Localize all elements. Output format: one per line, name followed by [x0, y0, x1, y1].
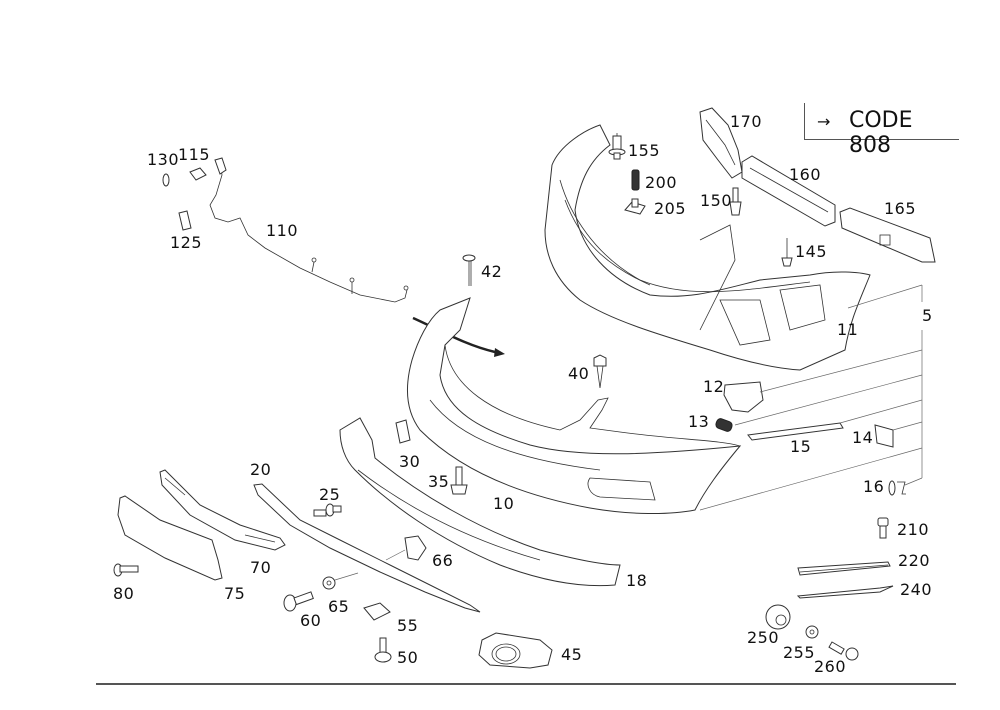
callout-5[interactable]: 5	[922, 306, 933, 325]
part-65-washer	[322, 572, 359, 590]
part-210-plug	[877, 517, 889, 539]
callout-45[interactable]: 45	[561, 645, 583, 664]
callout-13[interactable]: 13	[688, 412, 710, 431]
part-260-bolt	[828, 641, 859, 661]
part-20-reinforcement	[253, 483, 481, 613]
callout-16[interactable]: 16	[863, 477, 885, 496]
part-240-strip	[796, 585, 894, 599]
callout-80[interactable]: 80	[113, 584, 135, 603]
callout-66[interactable]: 66	[432, 551, 454, 570]
callout-60[interactable]: 60	[300, 611, 322, 630]
part-165-beam	[839, 207, 936, 263]
part-80-screw	[113, 563, 139, 577]
callout-50[interactable]: 50	[397, 648, 419, 667]
callout-42[interactable]: 42	[481, 262, 503, 281]
callout-150[interactable]: 150	[700, 191, 733, 210]
callout-125[interactable]: 125	[170, 233, 203, 252]
part-16-clip	[888, 480, 906, 496]
callout-15[interactable]: 15	[790, 437, 812, 456]
part-11-bumper-support-frame	[544, 124, 871, 371]
part-12-module	[723, 381, 764, 413]
part-15-strip	[747, 422, 844, 441]
part-110-wiring-harness	[209, 157, 409, 303]
callout-18[interactable]: 18	[626, 571, 648, 590]
callout-200[interactable]: 200	[645, 173, 678, 192]
callout-25[interactable]: 25	[319, 485, 341, 504]
callout-10[interactable]: 10	[493, 494, 515, 513]
callout-250[interactable]: 250	[747, 628, 780, 647]
part-45-fog-lamp-bezel	[478, 632, 553, 669]
callout-30[interactable]: 30	[399, 452, 421, 471]
part-155-bolt	[608, 133, 626, 160]
callout-165[interactable]: 165	[884, 199, 917, 218]
callout-40[interactable]: 40	[568, 364, 590, 383]
callout-155[interactable]: 155	[628, 141, 661, 160]
callout-70[interactable]: 70	[250, 558, 272, 577]
callout-160[interactable]: 160	[789, 165, 822, 184]
callout-55[interactable]: 55	[397, 616, 419, 635]
part-40-screw	[593, 354, 607, 389]
part-205-nut	[624, 198, 646, 215]
code-reference-box: → CODE 808	[804, 103, 959, 158]
part-18-lower-spoiler	[339, 417, 621, 587]
callout-20[interactable]: 20	[250, 460, 272, 479]
part-10-bumper-cover	[407, 297, 742, 515]
callout-35[interactable]: 35	[428, 472, 450, 491]
part-42-bolt	[462, 254, 476, 286]
part-250-gear	[765, 604, 791, 630]
part-25-bolt	[313, 503, 342, 517]
arrow-right-icon: →	[817, 112, 831, 131]
part-60-bolt	[283, 591, 314, 612]
callout-220[interactable]: 220	[898, 551, 931, 570]
part-145-pin	[781, 238, 793, 267]
part-255-washer	[805, 625, 819, 639]
part-50-bolt	[374, 637, 392, 663]
callout-260[interactable]: 260	[814, 657, 847, 676]
part-14-bracket	[874, 424, 894, 448]
callout-11[interactable]: 11	[837, 320, 859, 339]
callout-255[interactable]: 255	[783, 643, 816, 662]
part-160-beam	[741, 155, 836, 227]
callout-12[interactable]: 12	[703, 377, 725, 396]
callout-110[interactable]: 110	[266, 221, 299, 240]
part-75-trim-strip	[117, 495, 223, 581]
callout-14[interactable]: 14	[852, 428, 874, 447]
leader-lines-group-5	[699, 284, 923, 511]
callout-145[interactable]: 145	[795, 242, 828, 261]
part-70-grille	[159, 469, 286, 551]
code-label: CODE 808	[849, 108, 913, 158]
callout-75[interactable]: 75	[224, 584, 246, 603]
callout-115[interactable]: 115	[178, 145, 211, 164]
part-35-bolt	[450, 466, 468, 495]
part-115-sensor	[189, 167, 207, 181]
part-125-gasket	[178, 210, 192, 231]
part-66-clip	[385, 535, 427, 561]
part-150-clip	[729, 187, 742, 216]
callout-210[interactable]: 210	[897, 520, 930, 539]
callout-130[interactable]: 130	[147, 150, 180, 169]
callout-205[interactable]: 205	[654, 199, 687, 218]
bottom-rule	[96, 683, 956, 685]
part-200-spring	[631, 169, 640, 191]
part-130-ring	[162, 173, 170, 187]
part-30-cap	[395, 419, 411, 444]
part-13-spring	[715, 418, 733, 432]
callout-65[interactable]: 65	[328, 597, 350, 616]
callout-240[interactable]: 240	[900, 580, 933, 599]
callout-170[interactable]: 170	[730, 112, 763, 131]
part-55-nut-clip	[363, 602, 391, 621]
part-220-wiper-strip	[797, 561, 891, 576]
